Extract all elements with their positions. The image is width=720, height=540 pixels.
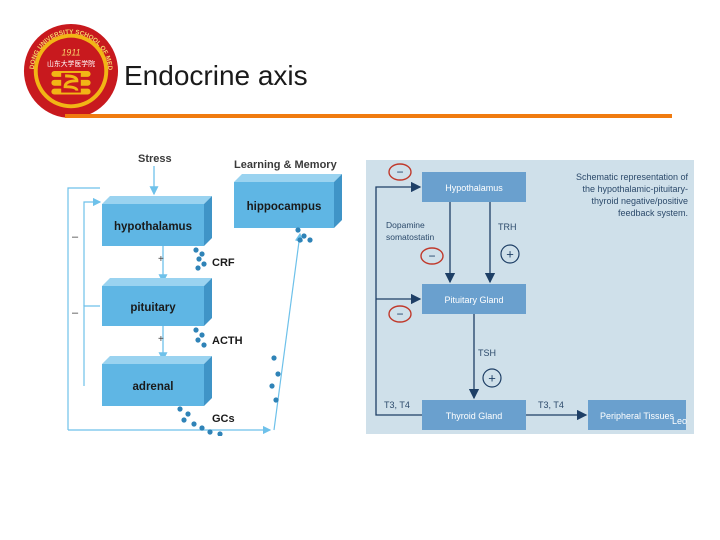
pituitary-label: pituitary xyxy=(130,302,176,314)
plus-circle-trh: + xyxy=(500,244,520,264)
hormone-dots xyxy=(177,227,313,436)
hpt-axis-diagram: Schematic representation of the hypothal… xyxy=(366,160,694,434)
plus-sign-1: + xyxy=(158,254,164,265)
plus-sign-2: + xyxy=(158,334,164,345)
acth-label: ACTH xyxy=(212,335,243,347)
stress-label: Stress xyxy=(138,153,172,165)
minus-sign-1: – xyxy=(72,231,79,243)
hpt-pituitary-label: Pituitary Gland xyxy=(444,295,503,305)
caption-line-2: the hypothalamic-pituitary- xyxy=(582,184,688,194)
gcs-label: GCs xyxy=(212,413,235,425)
logo-chinese-text: 山东大学医学院 xyxy=(47,59,95,68)
university-logo: SHANDONG UNIVERSITY SCHOOL OF MEDICINE 1… xyxy=(22,22,119,119)
hippocampus-label: hippocampus xyxy=(247,201,322,213)
feedback-loop-outer xyxy=(67,187,100,430)
svg-text:+: + xyxy=(506,247,514,262)
crf-label: CRF xyxy=(212,257,235,269)
hpa-axis-diagram: Stress Learning & Memory hippocampus hyp… xyxy=(67,153,342,436)
hpt-caption: Schematic representation of the hypothal… xyxy=(576,172,689,218)
hpt-thyroid-label: Thyroid Gland xyxy=(446,411,503,421)
title-divider xyxy=(65,114,672,118)
caption-line-1: Schematic representation of xyxy=(576,172,689,182)
trh-label: TRH xyxy=(498,222,517,232)
logo-emblem xyxy=(51,71,91,95)
hpt-peripheral-label: Peripheral Tissues xyxy=(600,411,675,421)
minus-oval-dopamine: − xyxy=(420,247,444,265)
t3t4-left-label: T3, T4 xyxy=(384,400,410,410)
feedback-loop-inner xyxy=(83,197,102,306)
svg-text:−: − xyxy=(396,165,403,179)
caption-line-4: feedback system. xyxy=(618,208,688,218)
plus-circle-tsh: + xyxy=(482,368,502,388)
t3t4-right-label: T3, T4 xyxy=(538,400,564,410)
caption-line-3: thyroid negative/positive xyxy=(591,196,688,206)
t3t4-feedback-line xyxy=(375,181,422,416)
somatostatin-label: somatostatin xyxy=(386,232,434,242)
minus-sign-2: – xyxy=(72,307,79,319)
svg-text:+: + xyxy=(488,371,496,386)
hpt-hypothalamus-label: Hypothalamus xyxy=(445,183,503,193)
tsh-label: TSH xyxy=(478,348,496,358)
learning-memory-label: Learning & Memory xyxy=(234,159,338,171)
hippocampus-box: hippocampus xyxy=(234,174,342,228)
dopamine-label: Dopamine xyxy=(386,220,425,230)
gcs-to-hippocampus-line xyxy=(273,232,304,431)
feedback-loop-pituitary xyxy=(83,305,100,386)
hpt-peripheral-box xyxy=(588,400,686,430)
hypothalamus-box: hypothalamus xyxy=(102,196,212,246)
adrenal-box: adrenal xyxy=(102,356,212,406)
hpt-watermark: Leo xyxy=(672,416,687,426)
minus-oval-hypothalamus: − xyxy=(388,163,412,181)
hpt-hypothalamus-box xyxy=(422,172,526,202)
logo-year: 1911 xyxy=(62,47,81,57)
hypothalamus-label: hypothalamus xyxy=(114,221,192,233)
hpt-pituitary-box xyxy=(422,284,526,314)
slide-title: Endocrine axis xyxy=(124,60,308,91)
minus-oval-pituitary: − xyxy=(388,305,412,323)
svg-text:−: − xyxy=(396,307,403,321)
hpt-thyroid-box xyxy=(422,400,526,430)
svg-text:−: − xyxy=(428,249,435,263)
pituitary-box: pituitary xyxy=(102,278,212,326)
adrenal-label: adrenal xyxy=(133,381,174,393)
